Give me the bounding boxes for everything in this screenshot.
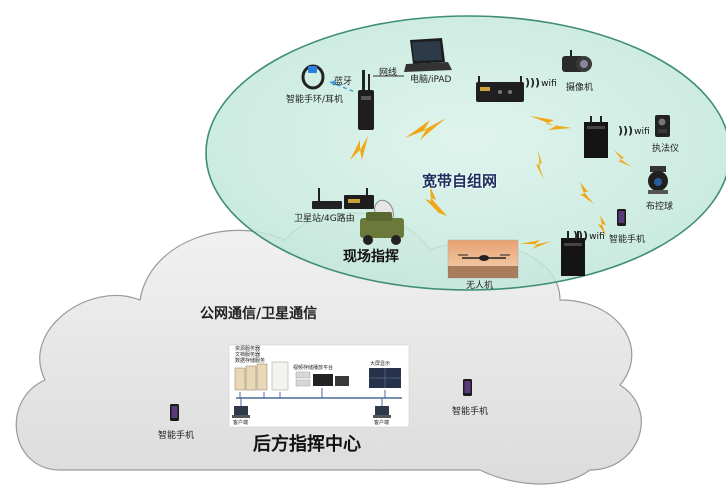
wifi-icon: ))) (573, 229, 589, 242)
lightning-icon (580, 182, 594, 204)
phone-left-label: 智能手机 (158, 431, 195, 441)
monitor-icon (369, 368, 401, 388)
laptop-label: 电脑/iPAD (410, 75, 452, 85)
drone-label: 无人机 (466, 281, 494, 291)
lightning-icons (350, 116, 632, 249)
laptop-icon (373, 406, 391, 418)
phone-icon (617, 209, 626, 226)
bluetooth-arrow (330, 80, 336, 86)
wifi-label: )))wifi (618, 124, 650, 137)
satellite-label: 卫星站/4G路由 (294, 214, 355, 224)
laptop-icon (404, 38, 452, 72)
recorder-icon (655, 115, 670, 137)
wristband-icon (301, 64, 325, 90)
lightning-icon (350, 136, 368, 160)
drone-icon (447, 239, 519, 279)
center-display-label: 大屏显示 (370, 361, 391, 367)
phone-right-label: 智能手机 (452, 407, 489, 417)
lightning-icon (536, 150, 544, 180)
cable-label: 网线 (379, 68, 398, 78)
broadband-network-title: 宽带自组网 (422, 172, 498, 190)
repeater-icon (584, 116, 608, 158)
router-icon (476, 76, 524, 102)
phone-icon (170, 404, 179, 421)
command-center-title: 后方指挥中心 (253, 434, 361, 455)
repeater-icon (561, 231, 585, 276)
lightning-icon (425, 186, 447, 216)
dome-camera-icon (648, 166, 668, 194)
wifi-label: )))wifi (573, 229, 605, 242)
lightning-icon (530, 116, 572, 130)
satellite-icon (312, 188, 374, 209)
wifi-icon: ))) (525, 76, 541, 89)
camera-label: 摄像机 (566, 83, 594, 93)
laptop-icon (232, 406, 250, 418)
client-left-label: 客户端 (233, 420, 249, 426)
lightning-icon (598, 215, 606, 236)
center-switch-label: 视频存储播放平台 (293, 365, 334, 371)
wifi-label: )))wifi (525, 76, 557, 89)
lightning-icon (520, 240, 552, 249)
lightning-icon (614, 150, 632, 167)
radio-icon (358, 70, 374, 130)
broadband-network-ellipse (205, 15, 726, 291)
dome-label: 布控球 (646, 202, 674, 212)
bluetooth-link (329, 81, 356, 93)
command-center-panel (228, 344, 410, 428)
client-right-label: 客户端 (374, 420, 390, 426)
center-server-label: 资源服务器 文档服务器 数据存储服务 (235, 346, 266, 364)
phone-right-top-label: 智能手机 (609, 235, 646, 245)
phone-icon (463, 379, 472, 396)
bluetooth-label: 蓝牙 (334, 77, 353, 87)
field-command-title: 现场指挥 (343, 249, 399, 265)
vehicle-icon (360, 199, 404, 245)
public-network-title: 公网通信/卫星通信 (200, 306, 318, 322)
recorder-label: 执法仪 (652, 144, 680, 154)
camera-icon (562, 50, 592, 72)
wifi-icon: ))) (618, 124, 634, 137)
server-icon (234, 363, 268, 391)
wristband-label: 智能手环/耳机 (286, 95, 344, 105)
